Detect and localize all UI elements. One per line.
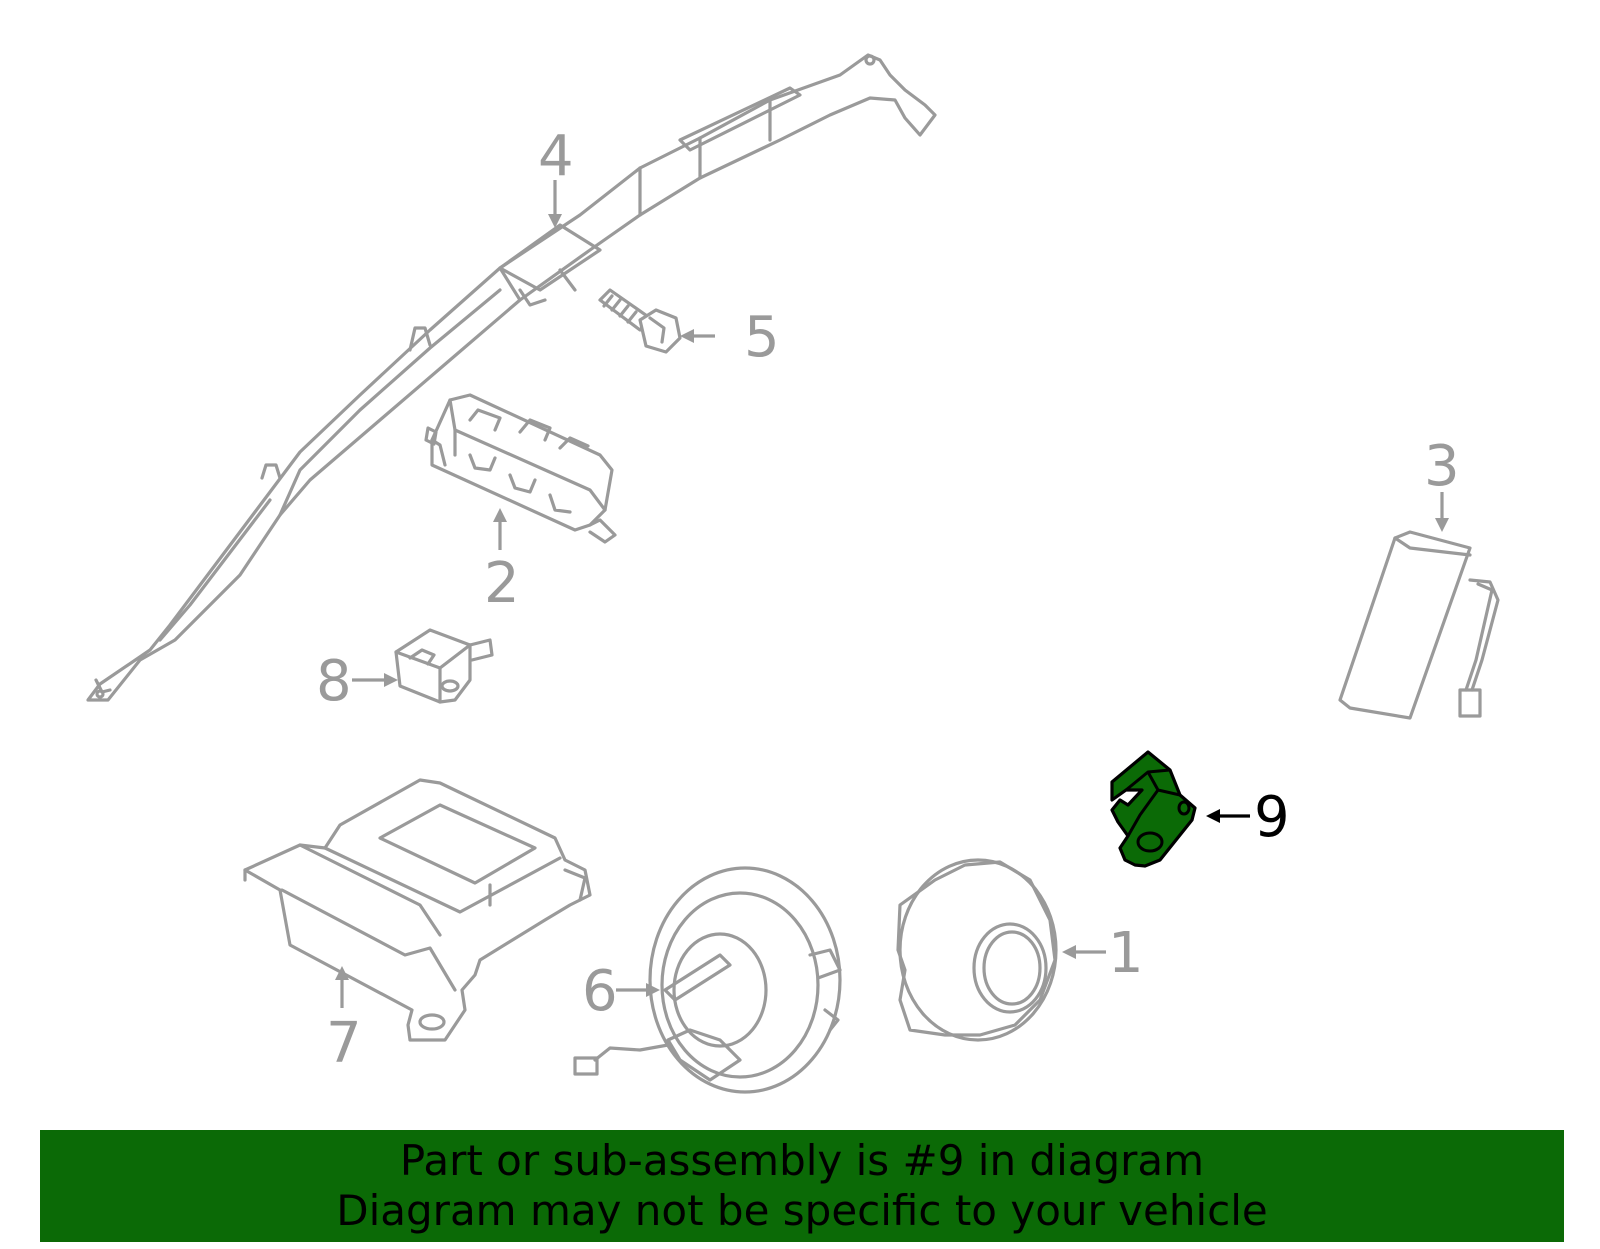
- part-7-control-module[interactable]: [243, 778, 592, 1042]
- part-2-passenger-airbag[interactable]: [424, 393, 617, 544]
- callout-2: 2: [484, 551, 520, 616]
- callout-leaders: [335, 180, 1449, 1008]
- callout-4: 4: [538, 124, 574, 189]
- callout-6: 6: [582, 959, 618, 1024]
- callout-3: 3: [1424, 434, 1460, 499]
- banner-line-2: Diagram may not be specific to your vehi…: [336, 1186, 1268, 1235]
- callout-labels: 4 5 2 3 8 7 6 1 9: [316, 124, 1460, 1076]
- part-9-highlighted[interactable]: [1110, 750, 1197, 868]
- callout-5: 5: [744, 305, 780, 370]
- callout-7: 7: [326, 1011, 362, 1076]
- callout-9: 9: [1254, 785, 1290, 850]
- part-4-curtain-airbag[interactable]: [86, 53, 937, 702]
- part-6-clock-spring[interactable]: [573, 866, 842, 1094]
- part-5-bolt[interactable]: [598, 288, 682, 354]
- part-1-driver-airbag[interactable]: [896, 858, 1058, 1042]
- callout-1: 1: [1108, 921, 1144, 986]
- banner-line-1: Part or sub-assembly is #9 in diagram: [399, 1136, 1205, 1185]
- callout-8: 8: [316, 649, 352, 714]
- info-banner: Part or sub-assembly is #9 in diagram Di…: [40, 1130, 1564, 1242]
- part-8-sensor[interactable]: [394, 628, 494, 704]
- part-3-side-airbag[interactable]: [1338, 530, 1500, 720]
